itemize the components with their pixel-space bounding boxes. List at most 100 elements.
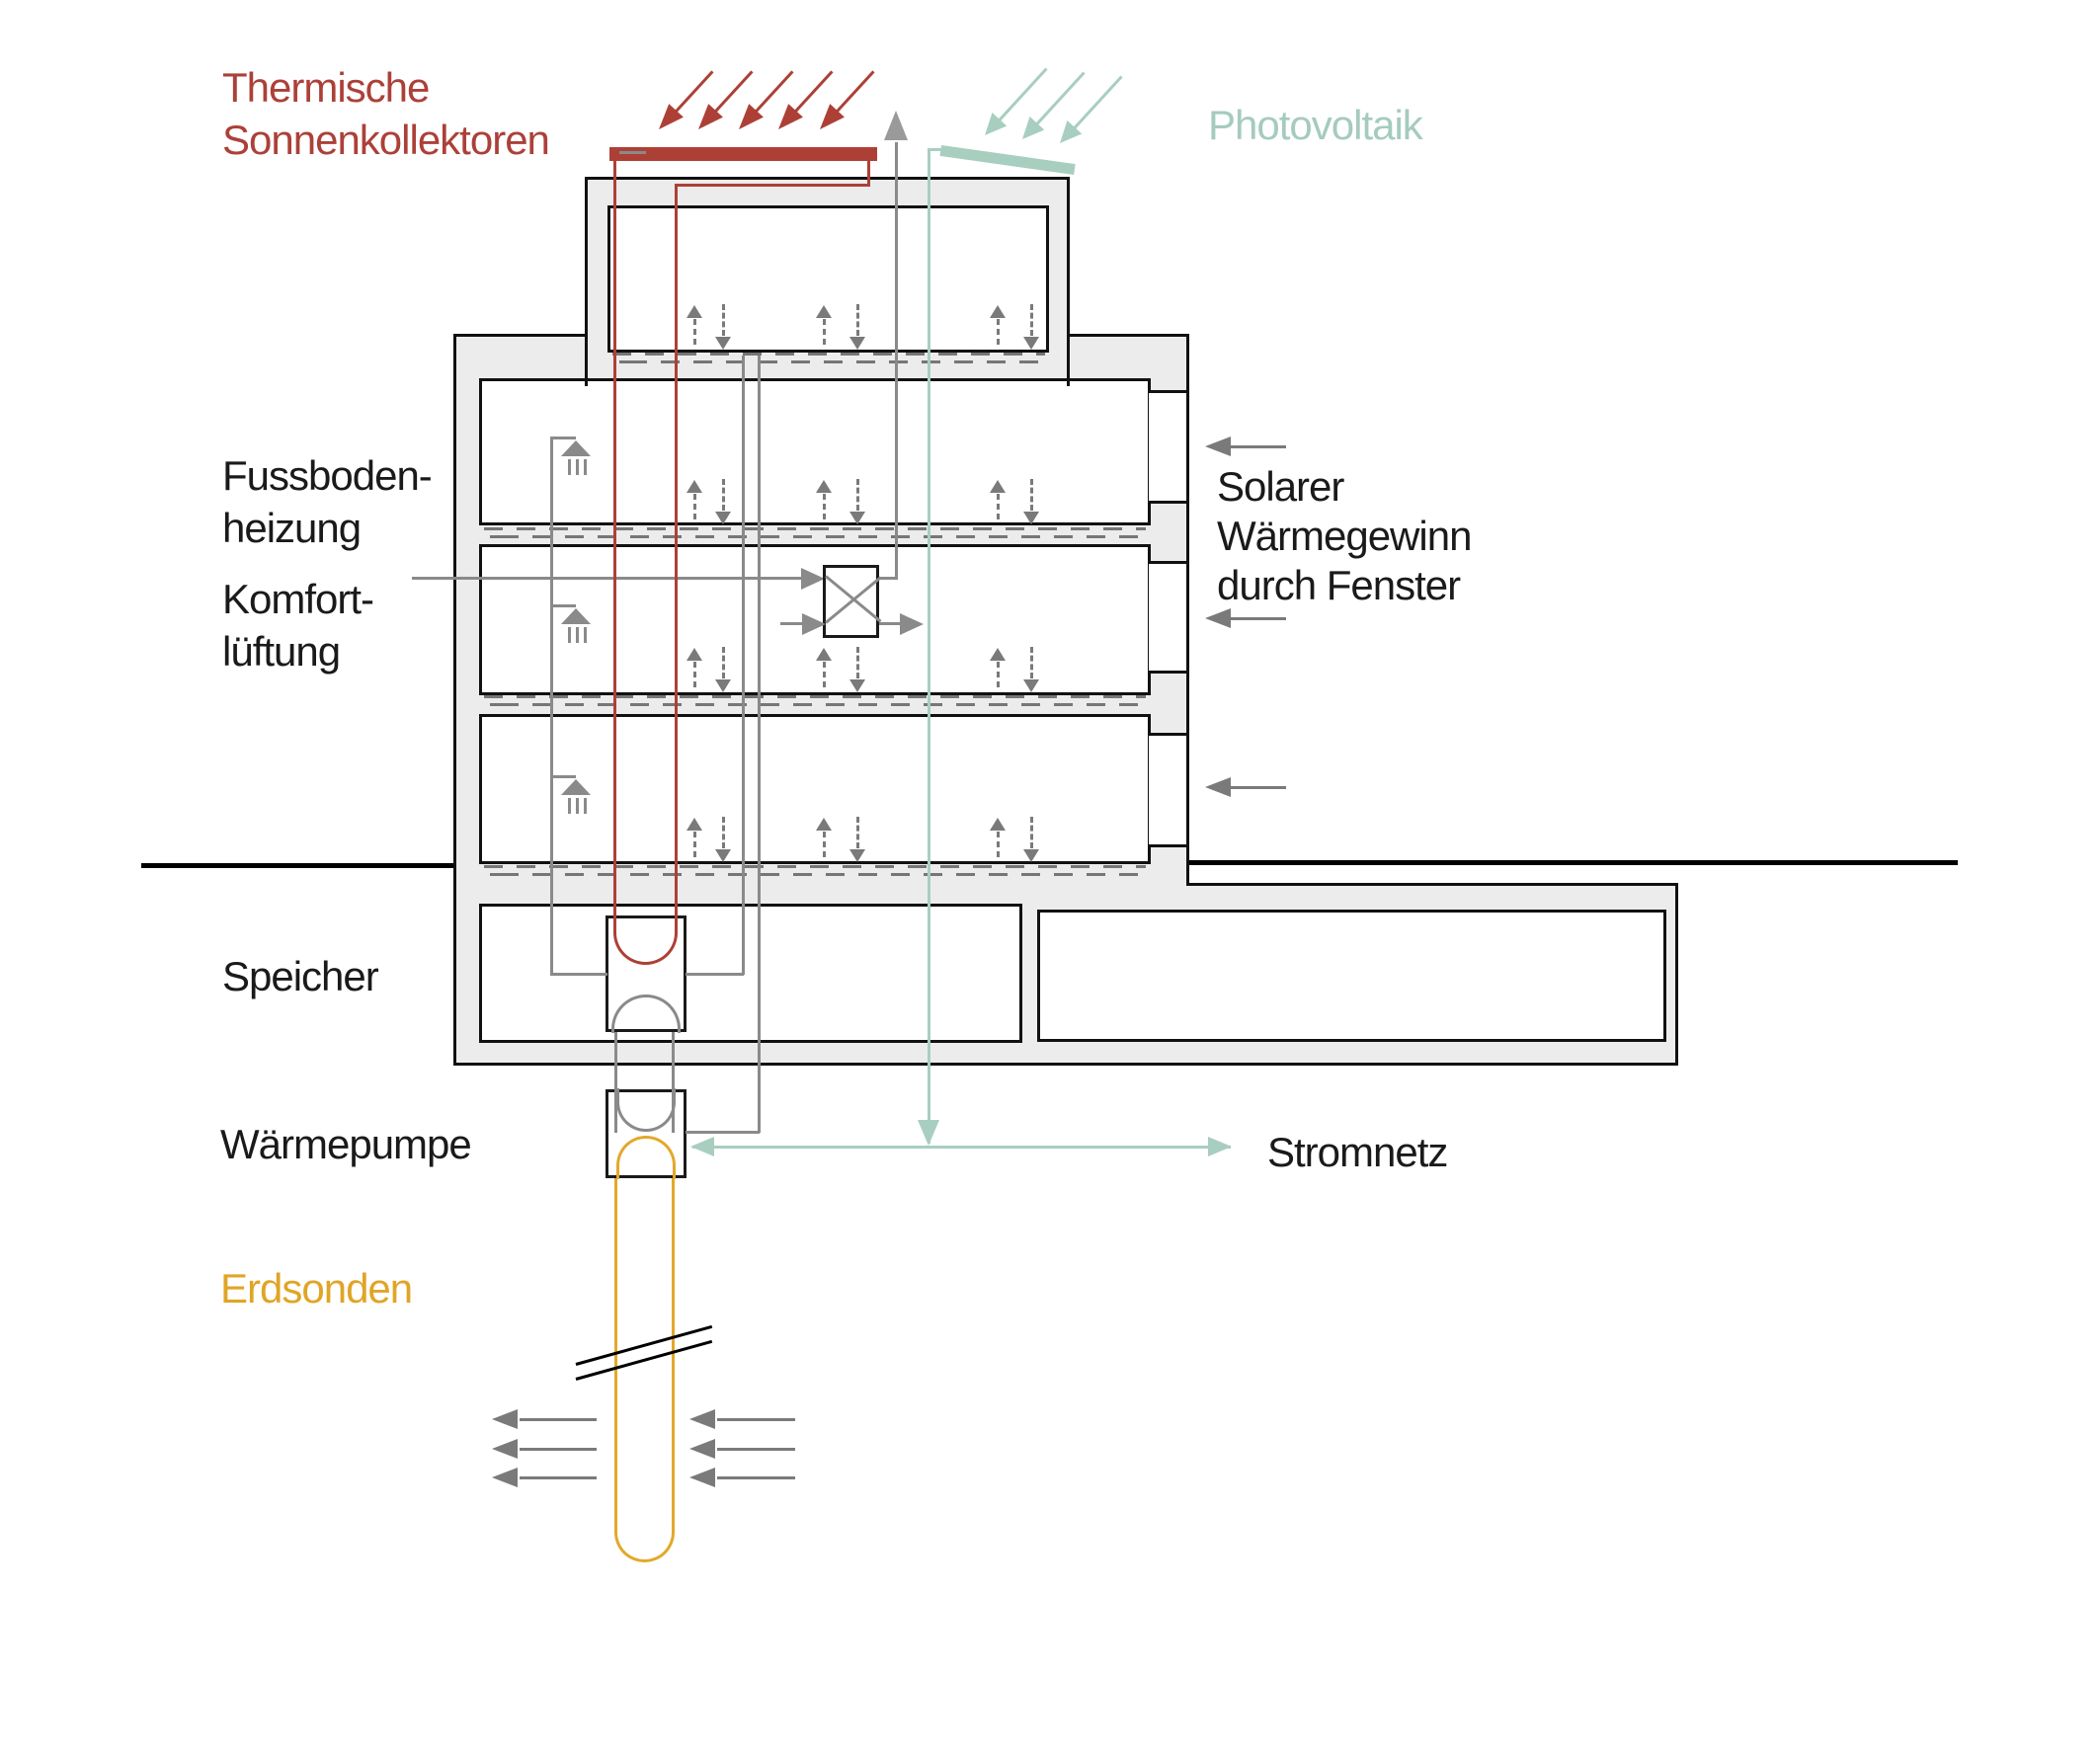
extract-air-stem xyxy=(1030,647,1033,678)
solar-gain-arrow-shaft xyxy=(1229,786,1286,789)
supply-air-stem xyxy=(997,494,1000,519)
floor-heating-coil xyxy=(484,695,1146,698)
label-line: heizung xyxy=(222,505,362,551)
floor-heating-coil xyxy=(484,865,1146,868)
extract-air-stem xyxy=(722,479,725,511)
extract-air-arrow-icon xyxy=(849,337,865,350)
label-line: lüftung xyxy=(222,628,341,675)
extract-air-stem xyxy=(1030,479,1033,511)
supply-air-arrow-icon xyxy=(816,818,832,831)
heat-exchanger xyxy=(823,565,879,638)
extract-air-arrow-icon xyxy=(715,337,731,350)
storage-label: Speicher xyxy=(222,953,379,999)
supply-air-stem xyxy=(997,832,1000,857)
floor1-room xyxy=(479,714,1151,864)
collector-coil-in-tank xyxy=(613,918,678,965)
shower-icon-tick xyxy=(576,459,579,475)
ground-heat-arrow-icon xyxy=(689,1468,715,1487)
supply-air-arrow-icon xyxy=(687,648,702,661)
supply-air-arrow-icon xyxy=(687,305,702,318)
ground-heat-arrow-shaft xyxy=(520,1418,597,1421)
right-outer-wall xyxy=(1186,334,1189,886)
exhaust-air-arrow-icon xyxy=(884,111,908,140)
ventilation-supply-line xyxy=(412,577,805,580)
label-line: durch Fenster xyxy=(1217,562,1461,608)
shower-icon-tick xyxy=(568,798,571,814)
extract-air-stem xyxy=(1030,817,1033,848)
pump-riser xyxy=(758,356,761,1133)
supply-air-arrow-icon xyxy=(687,818,702,831)
comfort-ventilation-label: Komfort- lüftung xyxy=(222,573,374,677)
solar-gain-arrow-icon xyxy=(1205,777,1231,797)
shower-icon-tick xyxy=(584,798,587,814)
shower-icon-tick xyxy=(576,798,579,814)
power-grid-line xyxy=(692,1146,1231,1149)
ground-line-left xyxy=(141,863,453,868)
shower-icon-tick xyxy=(584,459,587,475)
heating-riser xyxy=(550,437,553,975)
shower-branch-pipe xyxy=(551,775,576,778)
exhaust-air-duct xyxy=(895,142,898,580)
supply-air-arrow-icon xyxy=(816,648,832,661)
attic-room xyxy=(607,205,1049,353)
floor3-room xyxy=(479,378,1151,525)
ground-heat-arrow-icon xyxy=(492,1409,518,1429)
left-outer-wall xyxy=(453,334,456,1066)
ground-heat-arrow-icon xyxy=(689,1409,715,1429)
extract-air-stem xyxy=(856,304,859,336)
pv-feed-line xyxy=(929,148,946,151)
supply-air-arrow-icon xyxy=(990,648,1006,661)
floor-heating-coil xyxy=(612,353,1045,356)
floor-heating-label: Fussboden- heizung xyxy=(222,449,433,554)
shower-icon xyxy=(561,779,591,795)
ground-heat-arrow-icon xyxy=(689,1439,715,1459)
solar-gain-arrow-icon xyxy=(1205,437,1231,456)
solar-gain-arrow-shaft xyxy=(1229,617,1286,620)
ray-shaft xyxy=(1033,71,1086,128)
attic-roof-edge xyxy=(585,177,1070,180)
extract-air-stem xyxy=(1030,304,1033,336)
supply-air-stem xyxy=(823,662,826,687)
extract-air-arrow-icon xyxy=(849,679,865,692)
shower-icon-tick xyxy=(576,627,579,643)
extract-air-arrow-icon xyxy=(849,849,865,862)
label-line: Komfort- xyxy=(222,576,374,622)
solar-gain-arrow-icon xyxy=(1205,608,1231,628)
pump-coil xyxy=(616,1088,676,1132)
extract-air-arrow-icon xyxy=(715,679,731,692)
ground-line-right xyxy=(1189,860,1958,865)
pv-panel xyxy=(939,145,1076,175)
supply-air-arrow-icon xyxy=(990,305,1006,318)
supply-air-arrow-icon xyxy=(687,480,702,493)
ground-heat-arrow-icon xyxy=(492,1439,518,1459)
extract-air-stem xyxy=(856,479,859,511)
solar-collector xyxy=(609,147,877,161)
supply-air-arrow-icon xyxy=(990,480,1006,493)
basement-floor-edge xyxy=(453,1063,1678,1066)
window-floor1 xyxy=(1149,733,1189,847)
shower-icon xyxy=(561,440,591,456)
supply-air-stem xyxy=(823,494,826,519)
thermal-collectors-label: Thermische Sonnenkollektoren xyxy=(222,61,550,166)
supply-air-stem xyxy=(997,319,1000,345)
borehole-pipe xyxy=(614,1178,617,1504)
power-grid-label: Stromnetz xyxy=(1267,1129,1448,1175)
ray-shaft xyxy=(834,70,875,116)
collector-pipe xyxy=(613,158,616,934)
ground-heat-arrow-shaft xyxy=(520,1448,597,1451)
label-line: Wärmegewinn xyxy=(1217,513,1472,559)
extract-air-arrow-icon xyxy=(1023,679,1039,692)
label-line: Sonnenkollektoren xyxy=(222,117,550,163)
extract-air-arrow-icon xyxy=(715,512,731,524)
shower-branch-pipe xyxy=(551,437,576,439)
supply-air-stem xyxy=(693,319,696,345)
label-line: Solarer xyxy=(1217,463,1344,510)
shower-branch-pipe xyxy=(551,604,576,607)
pump-brine-coil xyxy=(616,1136,676,1179)
extract-air-stem xyxy=(856,817,859,848)
shower-icon-tick xyxy=(568,627,571,643)
ray-shaft xyxy=(1071,75,1123,132)
extract-air-arrow-icon xyxy=(715,849,731,862)
supply-air-stem xyxy=(693,662,696,687)
